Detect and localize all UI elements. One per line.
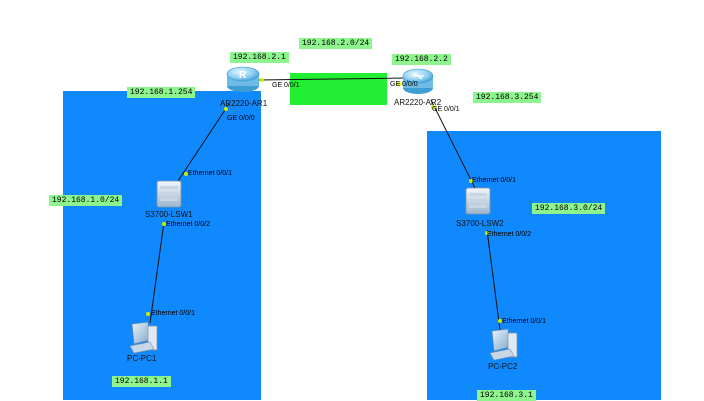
port-label-ar2-ge001: GE 0/0/1 bbox=[432, 106, 460, 113]
link-lsw1-pc1[interactable] bbox=[149, 221, 165, 324]
port-label-lsw2-e1: Ethernet 0/0/1 bbox=[472, 177, 516, 184]
r1-r2-link-zone bbox=[290, 73, 387, 105]
ip-label-ar2-ge000: 192.168.2.2 bbox=[392, 54, 451, 65]
network-label-lan1: 192.168.1.0/24 bbox=[49, 195, 123, 206]
ip-label-pc2: 192.168.3.1 bbox=[477, 390, 536, 401]
port-dot bbox=[431, 105, 435, 109]
port-label-ar1-ge000: GE 0/0/0 bbox=[227, 115, 255, 122]
port-dot bbox=[397, 82, 401, 86]
port-dot bbox=[162, 222, 166, 226]
port-label-lsw1-e2: Ethernet 0/0/2 bbox=[166, 221, 210, 228]
port-label-ar2-ge000: GE 0/0/0 bbox=[390, 81, 418, 88]
svg-text:R: R bbox=[239, 70, 247, 81]
port-dot bbox=[469, 179, 473, 183]
router-icon[interactable]: R bbox=[226, 66, 260, 92]
device-name-ar2: AR2220-AR2 bbox=[394, 98, 442, 107]
router-icon[interactable] bbox=[402, 68, 434, 94]
port-dot bbox=[146, 312, 150, 316]
switch-icon[interactable] bbox=[156, 180, 182, 208]
port-label-lsw2-e2: Ethernet 0/0/2 bbox=[487, 231, 531, 238]
network-label-r1-r2: 192.168.2.0/24 bbox=[299, 38, 373, 49]
device-name-lsw1: S3700-LSW1 bbox=[145, 210, 193, 219]
device-name-lsw2: S3700-LSW2 bbox=[456, 219, 504, 228]
device-name-ar1: AR2220-AR1 bbox=[220, 99, 268, 108]
port-dot bbox=[498, 319, 502, 323]
switch-icon[interactable] bbox=[465, 187, 491, 215]
port-dots bbox=[146, 78, 502, 323]
port-label-ar1-ge001: GE 0/0/1 bbox=[272, 82, 300, 89]
ip-label-ar1-ge001: 192.168.2.1 bbox=[230, 52, 289, 63]
network-label-lan3: 192.168.3.0/24 bbox=[532, 203, 606, 214]
device-name-pc2: PC-PC2 bbox=[488, 362, 518, 371]
port-dot bbox=[184, 172, 188, 176]
port-label-lsw1-e1: Ethernet 0/0/1 bbox=[188, 170, 232, 177]
device-name-pc1: PC-PC1 bbox=[127, 354, 157, 363]
link-ar1-ar2[interactable] bbox=[257, 77, 406, 81]
ip-label-pc1: 192.168.1.1 bbox=[112, 376, 171, 387]
link-ar2-lsw2[interactable] bbox=[430, 99, 476, 189]
lan3-zone bbox=[427, 131, 661, 400]
port-label-pc2-e1: Ethernet 0/0/1 bbox=[502, 318, 546, 325]
port-dot bbox=[260, 78, 264, 82]
ip-label-ar1-ge000: 192.168.1.254 bbox=[127, 87, 196, 98]
port-label-pc1-e1: Ethernet 0/0/1 bbox=[151, 310, 195, 317]
link-lsw2-pc2[interactable] bbox=[486, 229, 501, 331]
link-ar1-lsw1[interactable] bbox=[175, 103, 230, 185]
pc-icon[interactable] bbox=[489, 328, 518, 361]
pc-icon[interactable] bbox=[129, 321, 158, 354]
port-dot bbox=[485, 231, 489, 235]
ip-label-ar2-ge001: 192.168.3.254 bbox=[473, 92, 542, 103]
lan1-zone bbox=[63, 91, 261, 400]
port-dot bbox=[224, 107, 228, 111]
